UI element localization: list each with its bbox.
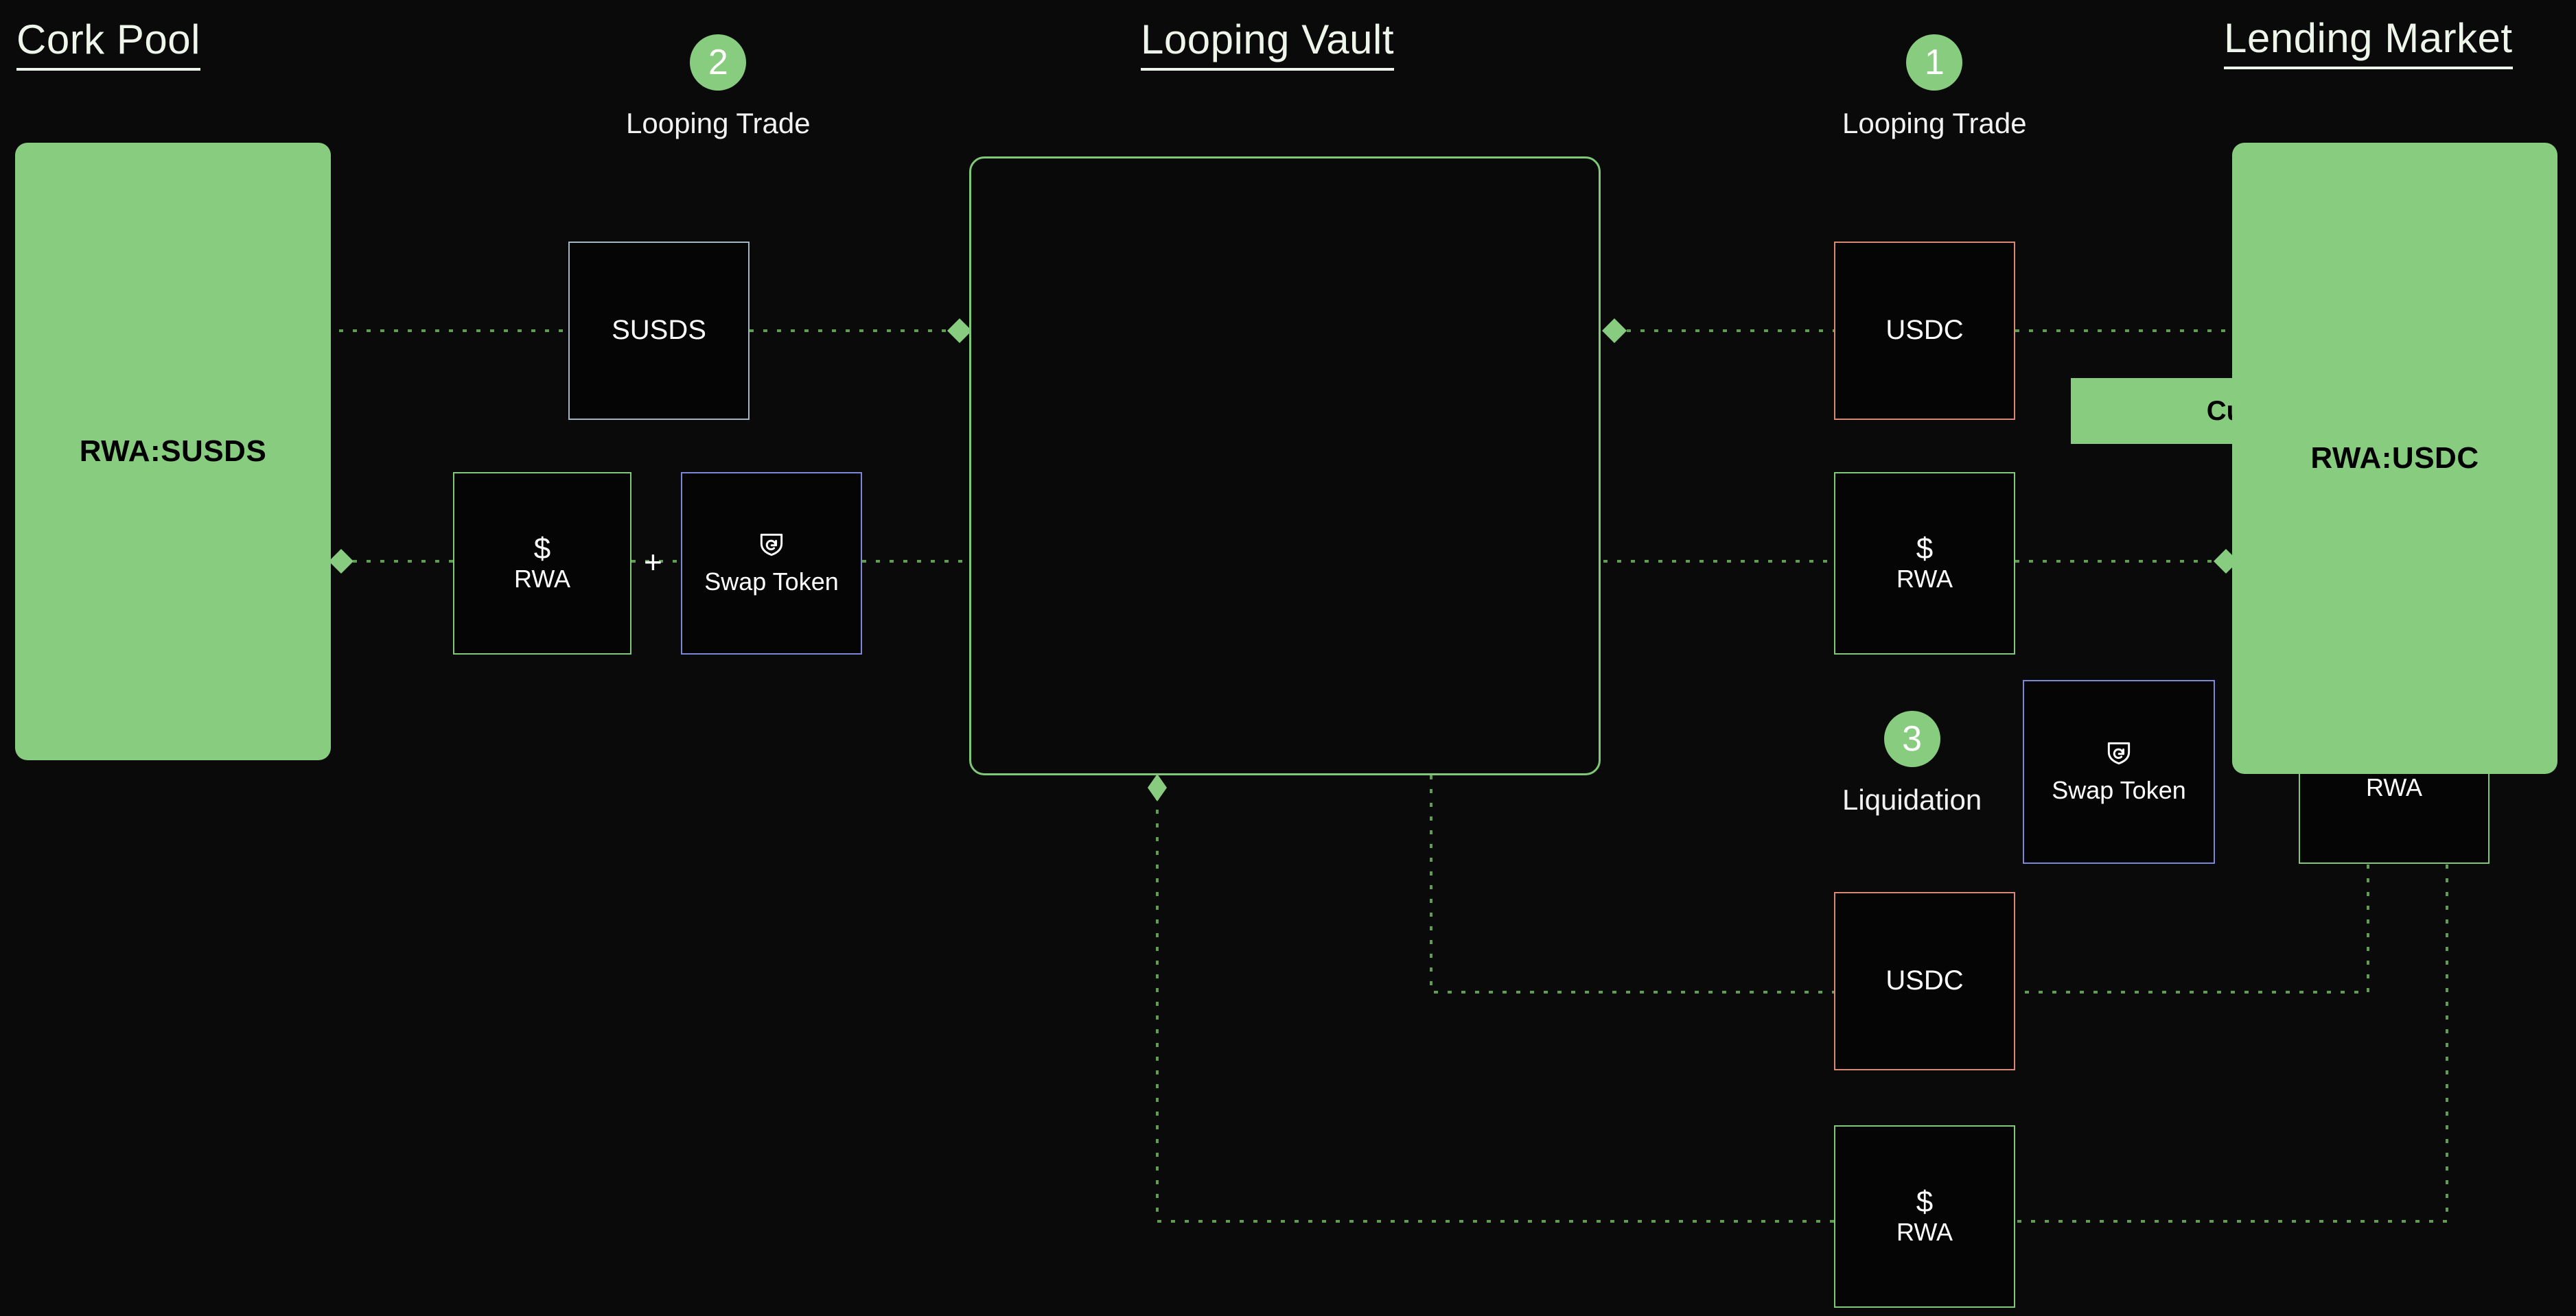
dollar-icon: $ xyxy=(1916,1184,1934,1219)
token-label-swap-token-left: Swap Token xyxy=(704,567,839,596)
token-box-swap-token-left[interactable]: Swap Token xyxy=(681,472,862,655)
token-box-usdc-top[interactable]: USDC xyxy=(1834,242,2015,420)
token-label-rwa-liquidation: RWA xyxy=(1896,1217,1953,1246)
section-title-lending-market: Lending Market xyxy=(2224,16,2513,69)
step-3-number: 3 xyxy=(1883,711,1940,767)
shield-refresh-icon xyxy=(2104,738,2134,772)
looping-vault-container[interactable]: Curator Swap Token $ RWA xyxy=(969,156,2490,864)
cork-pool-panel[interactable]: RWA:SUSDS xyxy=(15,143,331,760)
token-box-rwa-left[interactable]: $ RWA xyxy=(453,472,631,655)
step-1-number: 1 xyxy=(1906,34,1963,91)
dollar-icon: $ xyxy=(1916,531,1934,565)
token-box-rwa-right[interactable]: $ RWA xyxy=(1834,472,2015,655)
token-label-rwa-left: RWA xyxy=(513,564,570,593)
step-badge-1[interactable]: 1 Looping Trade xyxy=(1842,34,2027,140)
token-label-susds: SUSDS xyxy=(612,315,706,346)
wire-vault-to-usdc-liq xyxy=(1430,775,1834,994)
cork-pool-label: RWA:SUSDS xyxy=(79,434,267,468)
step-2-number: 2 xyxy=(690,34,747,91)
token-label-rwa-vault: RWA xyxy=(2365,773,2422,801)
token-label-rwa-right: RWA xyxy=(1896,564,1953,593)
token-label-swap-token-vault: Swap Token xyxy=(2052,776,2186,805)
lending-market-panel[interactable]: RWA:USDC xyxy=(2232,143,2557,774)
token-box-rwa-liquidation[interactable]: $ RWA xyxy=(1834,1125,2015,1308)
diamond-vault-bottom xyxy=(1148,774,1167,801)
step-3-label: Liquidation xyxy=(1842,784,1982,816)
dollar-icon: $ xyxy=(533,531,551,565)
wire-vault-to-rwa-liq xyxy=(1156,796,1834,1223)
step-1-label: Looping Trade xyxy=(1842,107,2027,139)
diamond-pool-left-rwa xyxy=(329,549,353,574)
diamond-vault-right-usdc xyxy=(1602,318,1627,343)
lending-market-label: RWA:USDC xyxy=(2310,441,2479,475)
shield-refresh-icon xyxy=(756,530,787,563)
token-label-usdc-liquidation: USDC xyxy=(1885,965,1964,996)
token-box-usdc-liquidation[interactable]: USDC xyxy=(1834,892,2015,1070)
section-title-cork-pool: Cork Pool xyxy=(16,18,200,71)
plus-operator: + xyxy=(644,544,662,580)
token-box-susds[interactable]: SUSDS xyxy=(568,242,750,420)
token-label-usdc-top: USDC xyxy=(1885,315,1964,346)
step-badge-3[interactable]: 3 Liquidation xyxy=(1842,711,1982,816)
step-2-label: Looping Trade xyxy=(626,107,811,139)
step-badge-2[interactable]: 2 Looping Trade xyxy=(626,34,811,140)
token-box-swap-token-vault[interactable]: Swap Token xyxy=(2023,680,2215,864)
diamond-vault-left-susds xyxy=(947,318,972,343)
section-title-looping-vault: Looping Vault xyxy=(1141,18,1395,71)
